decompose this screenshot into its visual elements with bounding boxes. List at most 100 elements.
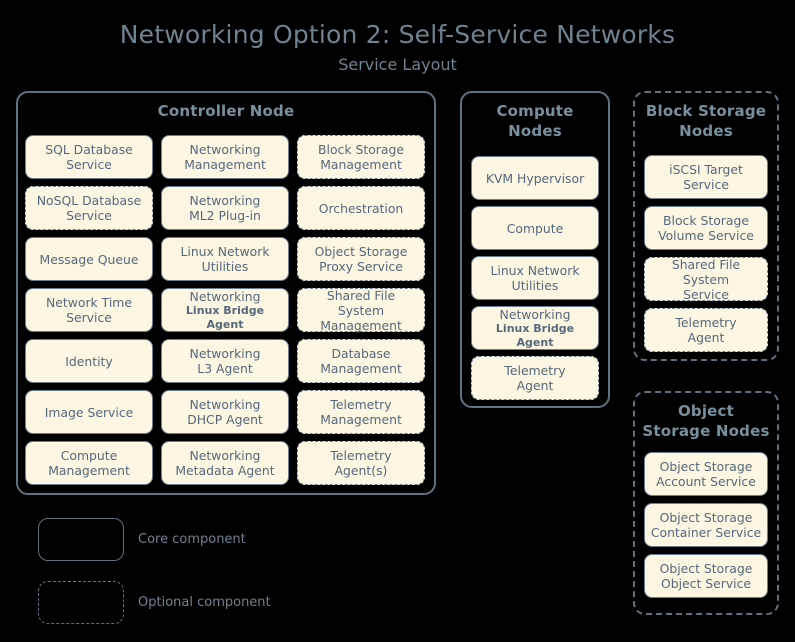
block-storage-component-2-label: Block Storage [663,213,749,228]
page-title: Networking Option 2: Self-Service Networ… [119,20,676,49]
controller-component-1-5[interactable]: Identity [25,339,153,383]
panel-compute-nodes: Compute Nodes [460,91,610,408]
controller-component-2-2-label-secondary: ML2 Plug-in [189,208,261,223]
compute-component-3-label-secondary: Utilities [511,278,559,293]
controller-component-2-3-label: Linux Network [180,244,270,259]
compute-component-4-label: Networking [499,306,571,322]
controller-component-1-2-label: NoSQL Database [36,193,142,208]
controller-component-2-6-label: Networking [189,397,261,412]
compute-component-2[interactable]: Compute [471,206,599,250]
legend-label-core: Core component [138,532,246,547]
compute-component-1-label: KVM Hypervisor [485,170,585,186]
controller-component-3-6-label: Telemetry [330,397,392,412]
controller-component-3-3-label: Object Storage [314,244,408,259]
panel-controller-node: Controller Node [16,91,436,495]
panel-controller-node-title: Controller Node [157,102,295,120]
controller-component-2-4-label-secondary: Linux Bridge Agent [185,303,265,331]
object-storage-component-1-label-secondary: Account Service [656,474,756,489]
panel-compute-nodes-title-line1: Compute [496,102,574,120]
controller-component-1-7-label-secondary: Management [48,463,130,478]
block-storage-component-1-label-secondary: Service [683,177,729,192]
legend-label-optional: Optional component [138,595,271,610]
controller-component-2-1-label: Networking [189,142,261,157]
controller-component-2-5-label: Networking [189,346,261,361]
panel-compute-nodes-title: Compute Nodes [462,93,608,141]
block-storage-component-3-label-secondary: Service [683,286,729,302]
panel-object-storage-title-line2: Storage Nodes [642,422,770,440]
controller-component-3-7-label-secondary: Agent(s) [334,463,388,478]
controller-component-1-6-label: Image Service [44,404,134,420]
controller-component-3-3-label-secondary: Proxy Service [319,259,403,274]
panel-block-storage-nodes-title: Block Storage Nodes [635,93,777,141]
controller-component-1-3-label: Message Queue [39,251,139,267]
controller-component-1-3[interactable]: Message Queue [25,237,153,281]
controller-component-2-7-label-secondary: Metadata Agent [175,463,275,478]
legend-swatch-optional [38,581,124,624]
object-storage-component-3-label-secondary: Object Service [660,576,752,591]
panel-object-storage-nodes: Object Storage Nodes [633,391,779,615]
controller-component-1-4-label-secondary: Service [66,310,112,325]
controller-component-2-3-label-secondary: Utilities [201,259,249,274]
object-storage-component-2-label-secondary: Container Service [650,525,762,540]
controller-component-1-5-label: Identity [65,353,113,369]
page-subtitle: Service Layout [338,55,457,74]
block-storage-component-4-label: Telemetry [675,315,737,330]
controller-component-3-1-label-secondary: Management [320,157,402,172]
diagram-title-block: Networking Option 2: Self-Service Networ… [0,20,795,76]
controller-component-3-5-label: Database [331,346,391,361]
controller-component-1-6[interactable]: Image Service [25,390,153,434]
panel-block-storage-title-line1: Block Storage [645,102,767,120]
compute-component-2-label: Compute [506,220,564,236]
controller-component-2-2-label: Networking [189,193,261,208]
controller-component-2-1-label-secondary: Management [184,157,266,172]
panel-object-storage-title-line1: Object [677,402,735,420]
controller-component-1-1-label: SQL Database [45,142,133,157]
controller-component-1-2-label-secondary: Service [66,208,112,223]
controller-component-3-5-label-secondary: Management [320,361,402,376]
block-storage-component-2-label-secondary: Volume Service [658,228,754,243]
controller-component-1-7-label: Compute [60,448,118,463]
compute-component-1[interactable]: KVM Hypervisor [471,156,599,200]
controller-component-3-2-label: Orchestration [318,200,404,216]
controller-component-3-4-label: Shared File System [326,287,396,318]
legend-swatch-core [38,518,124,561]
compute-component-5-label: Telemetry [504,363,566,378]
compute-component-3-label: Linux Network [490,263,580,278]
controller-component-3-4-label-secondary: Management [320,317,402,333]
controller-component-1-4-label: Network Time [46,295,132,310]
compute-component-5-label-secondary: Agent [516,378,554,393]
controller-component-3-2[interactable]: Orchestration [297,186,425,230]
controller-component-3-1-label: Block Storage [318,142,404,157]
object-storage-component-2-label: Object Storage [659,510,753,525]
panel-object-storage-nodes-title: Object Storage Nodes [635,393,777,441]
block-storage-component-1-label: iSCSI Target [669,162,743,177]
controller-component-2-5-label-secondary: L3 Agent [197,361,253,376]
